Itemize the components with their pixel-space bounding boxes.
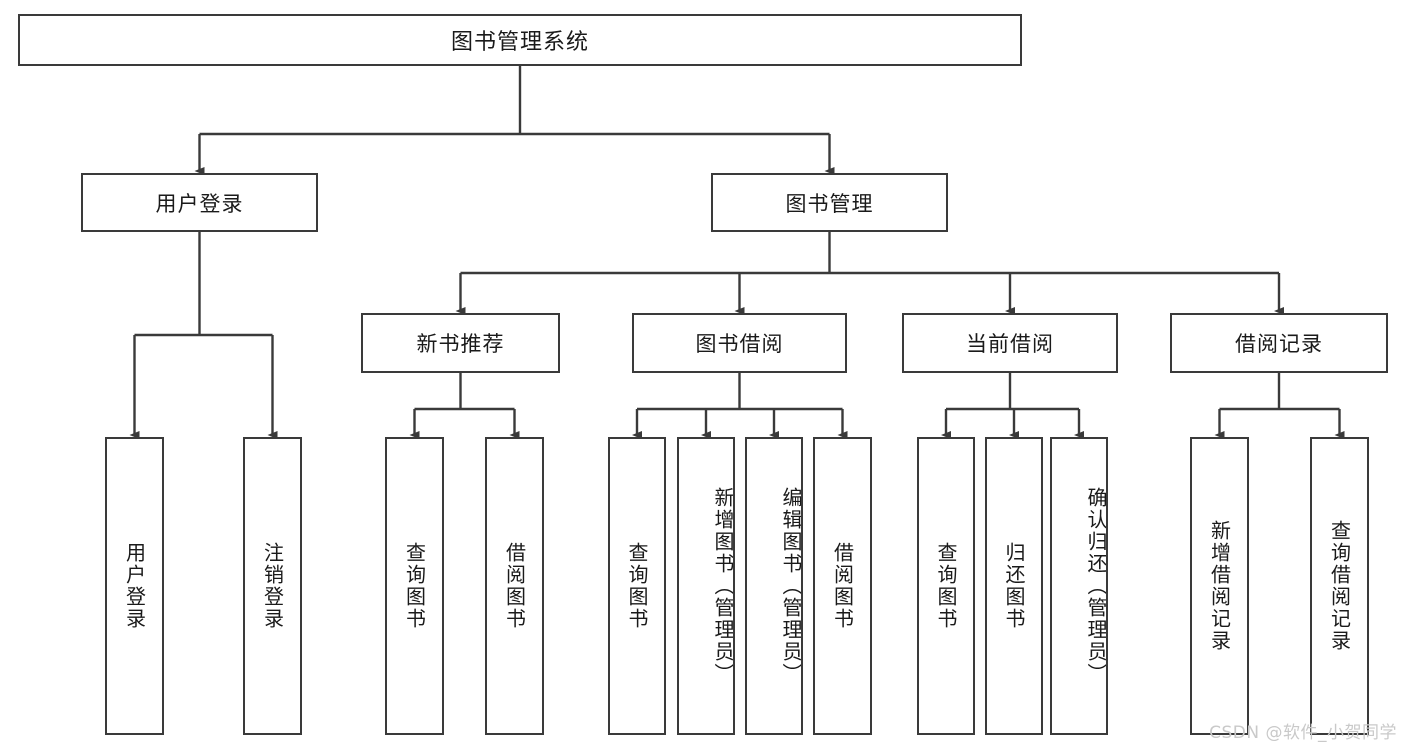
node-l3-c1[interactable]: 查询图书 bbox=[608, 437, 666, 735]
node-label: 用户登录 bbox=[155, 191, 244, 216]
node-l2-record[interactable]: 借阅记录 bbox=[1170, 313, 1388, 373]
node-label: 新书推荐 bbox=[416, 332, 505, 356]
node-label: 查询图书 bbox=[934, 542, 958, 630]
node-label: 确认归还（管理员） bbox=[1084, 487, 1108, 685]
node-l3-c2[interactable]: 新增图书（管理员） bbox=[677, 437, 735, 735]
node-label: 新增图书（管理员） bbox=[711, 487, 735, 685]
node-l2-borrow[interactable]: 图书借阅 bbox=[632, 313, 847, 373]
node-label: 借阅图书 bbox=[502, 542, 527, 630]
node-label: 借阅记录 bbox=[1235, 332, 1323, 356]
node-label: 新增借阅记录 bbox=[1207, 520, 1232, 652]
node-l3-e1[interactable]: 新增借阅记录 bbox=[1190, 437, 1249, 735]
node-label: 编辑图书（管理员） bbox=[779, 487, 803, 685]
node-l3-e2[interactable]: 查询借阅记录 bbox=[1310, 437, 1369, 735]
node-l3-d1[interactable]: 查询图书 bbox=[917, 437, 975, 735]
node-label: 图书借阅 bbox=[695, 332, 784, 356]
node-label: 借阅图书 bbox=[830, 542, 855, 630]
node-label: 图书管理 bbox=[785, 191, 874, 216]
node-l3-a2[interactable]: 注销登录 bbox=[243, 437, 302, 735]
node-l2-current[interactable]: 当前借阅 bbox=[902, 313, 1118, 373]
node-label: 查询图书 bbox=[625, 542, 649, 630]
node-l3-b2[interactable]: 借阅图书 bbox=[485, 437, 544, 735]
node-root[interactable]: 图书管理系统 bbox=[18, 14, 1022, 66]
node-label: 注销登录 bbox=[260, 542, 285, 630]
node-label: 用户登录 bbox=[122, 542, 147, 630]
node-l3-a1[interactable]: 用户登录 bbox=[105, 437, 164, 735]
node-label: 当前借阅 bbox=[966, 332, 1054, 356]
node-l2-newbook[interactable]: 新书推荐 bbox=[361, 313, 560, 373]
node-l3-b1[interactable]: 查询图书 bbox=[385, 437, 444, 735]
node-label: 图书管理系统 bbox=[450, 30, 589, 55]
node-label: 归还图书 bbox=[1002, 542, 1026, 630]
node-l3-c4[interactable]: 借阅图书 bbox=[813, 437, 872, 735]
node-l3-c3[interactable]: 编辑图书（管理员） bbox=[745, 437, 803, 735]
node-label: 查询借阅记录 bbox=[1327, 520, 1352, 652]
node-l3-d2[interactable]: 归还图书 bbox=[985, 437, 1043, 735]
node-l3-d3[interactable]: 确认归还（管理员） bbox=[1050, 437, 1108, 735]
node-label: 查询图书 bbox=[402, 542, 427, 630]
node-l1-manage[interactable]: 图书管理 bbox=[711, 173, 948, 232]
node-l1-login[interactable]: 用户登录 bbox=[81, 173, 318, 232]
